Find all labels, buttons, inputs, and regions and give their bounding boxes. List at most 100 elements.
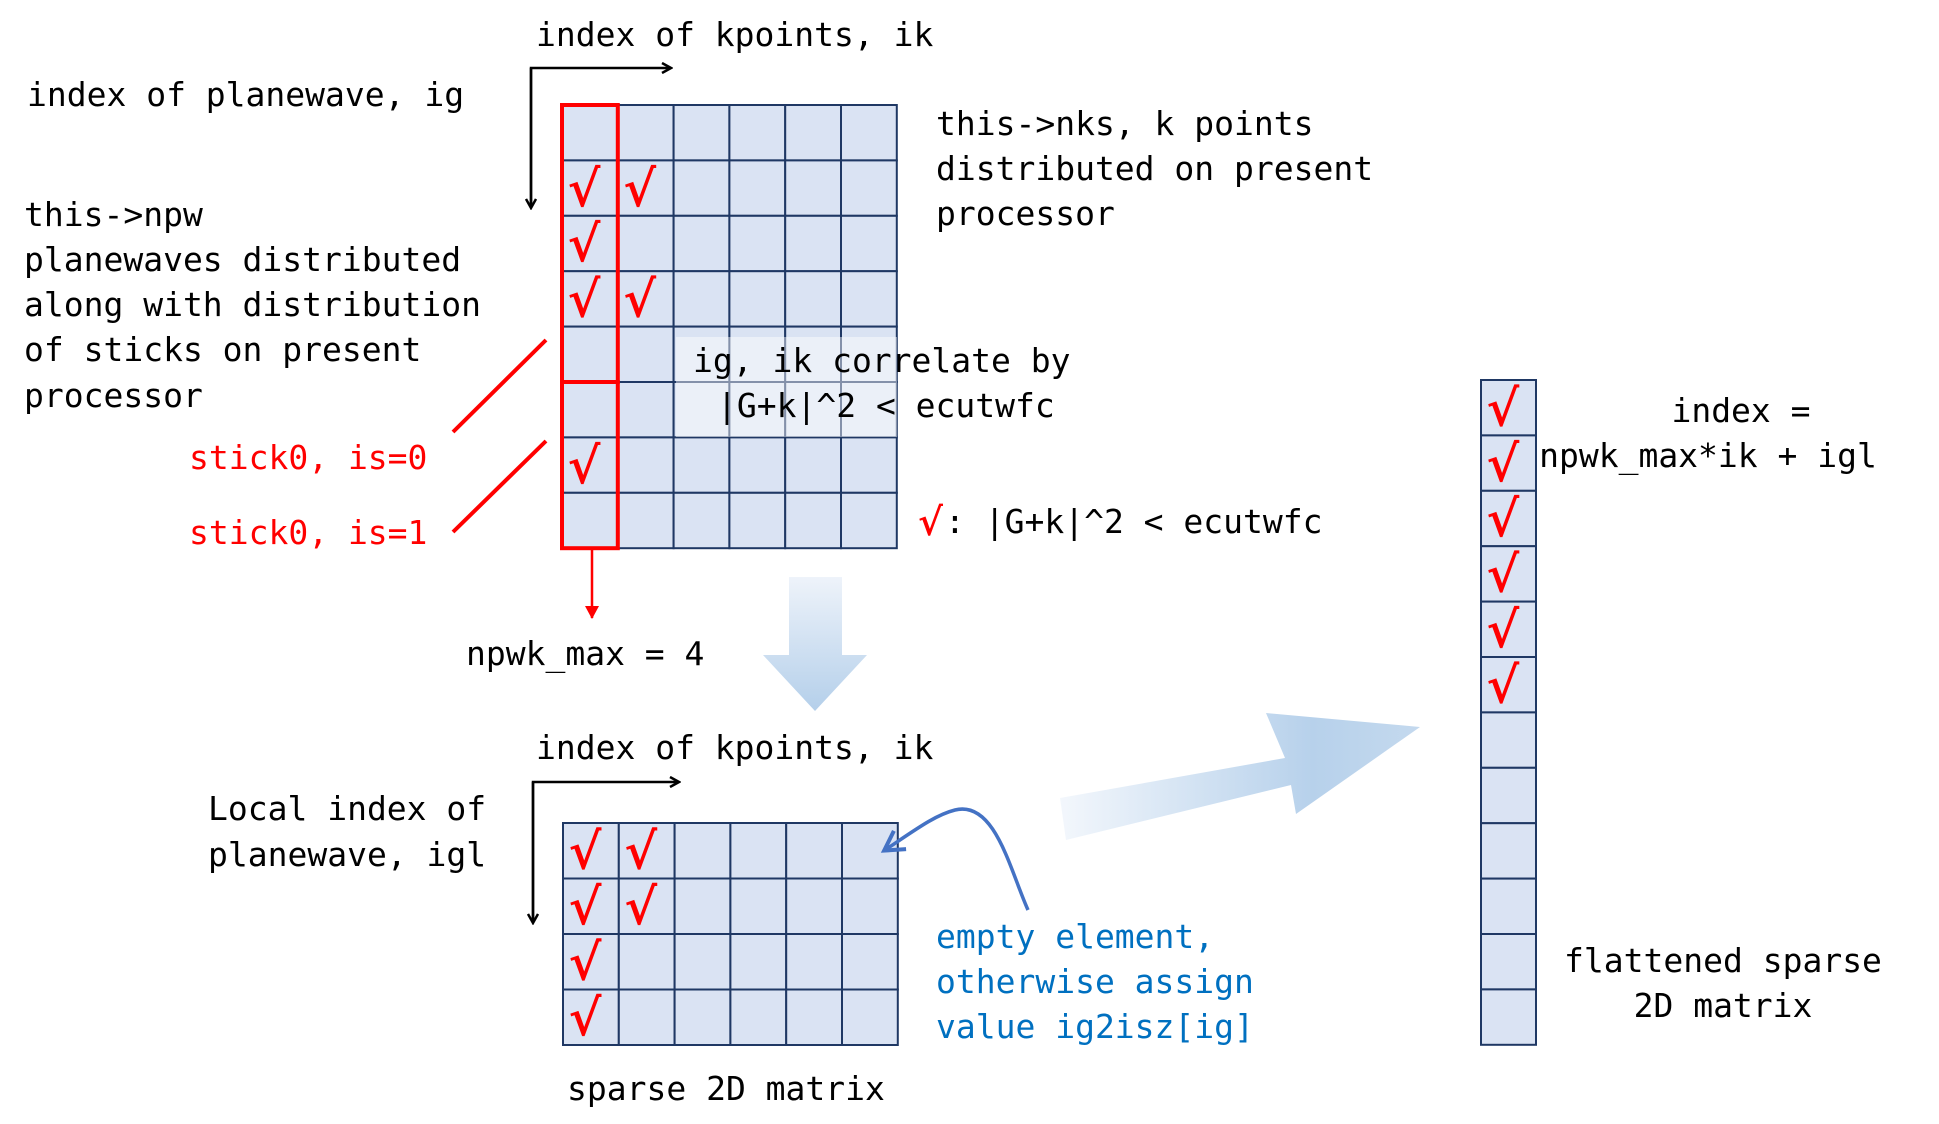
- matrix-cell: [672, 270, 731, 328]
- matrix-cell: [729, 933, 788, 991]
- matrix-cell: [840, 491, 898, 550]
- npw-note-line: planewaves distributed: [24, 240, 461, 279]
- empty-element-pointer-arrow: [880, 807, 1030, 911]
- matrix-cell: [784, 270, 843, 328]
- stick0-label: stick0, is=0: [189, 438, 427, 477]
- stick0-leader-line: [451, 338, 548, 434]
- npw-note-line: along with distribution: [24, 285, 481, 324]
- bottom-matrix-grid: √√√√√√: [562, 822, 899, 1047]
- matrix-cell: [729, 877, 788, 935]
- check-icon: √: [1487, 434, 1520, 493]
- matrix-cell: [616, 381, 675, 439]
- matrix-cell: [840, 159, 898, 217]
- check-icon: √: [623, 159, 656, 218]
- matrix-cell: [728, 436, 787, 494]
- bottom-row-axis-label: Local index of: [208, 789, 486, 828]
- matrix-cell: [729, 988, 788, 1046]
- matrix-cell: [1480, 489, 1537, 548]
- stick-labels: stick0, is=0 stick0, is=1: [189, 338, 548, 552]
- check-icon: √: [569, 933, 602, 992]
- matrix-cell: [841, 988, 899, 1046]
- matrix-cell: [840, 214, 898, 273]
- matrix-cell: [729, 822, 788, 880]
- matrix-cell: [672, 104, 731, 162]
- bottom-axis-arrows: [533, 782, 679, 923]
- correlate-note-backdrop: [676, 337, 897, 437]
- matrix-cell: [561, 491, 619, 550]
- matrix-cell: [616, 436, 675, 494]
- matrix-cell: [1480, 711, 1537, 769]
- top-axis-arrows: [531, 68, 671, 208]
- matrix-cell: [785, 933, 844, 991]
- matrix-cell: [561, 381, 619, 439]
- check-icon: √: [568, 270, 601, 329]
- diagonal-flow-arrow: [1060, 713, 1420, 840]
- matrix-cell: [728, 325, 787, 384]
- correlate-note-line: ig, ik correlate by: [693, 341, 1071, 380]
- index-formula-line: index =: [1671, 391, 1810, 430]
- check-icon: √: [1487, 489, 1520, 548]
- stick-highlight-box: [560, 380, 620, 551]
- matrix-cell: [672, 491, 731, 550]
- top-row-axis-label: index of planewave, ig: [27, 75, 464, 114]
- check-legend: √ : |G+k|^2 < ecutwfc: [918, 499, 1323, 544]
- index-formula: index = npwk_max*ik + igl: [1539, 391, 1877, 476]
- matrix-cell: [562, 933, 620, 991]
- npw-note-line: of sticks on present: [24, 330, 421, 369]
- empty-note-line: value ig2isz[ig]: [936, 1007, 1254, 1046]
- check-icon: √: [568, 214, 601, 273]
- matrix-cell: [672, 325, 731, 384]
- check-icon: √: [1487, 600, 1520, 659]
- check-icon: √: [569, 877, 602, 936]
- matrix-cell: [784, 491, 843, 550]
- empty-note-line: empty element,: [936, 917, 1214, 956]
- matrix-cell: [728, 159, 787, 217]
- matrix-cell: [728, 491, 787, 550]
- matrix-cell: [840, 104, 898, 162]
- flattened-matrix-column: √√√√√√: [1480, 378, 1537, 1046]
- matrix-cell: [784, 214, 843, 273]
- top-col-axis-label: index of kpoints, ik: [536, 15, 933, 54]
- matrix-cell: [1480, 600, 1537, 658]
- empty-note-line: otherwise assign: [936, 962, 1254, 1001]
- nks-note: this->nks, k points distributed on prese…: [936, 104, 1373, 233]
- matrix-cell: [1480, 434, 1537, 492]
- matrix-cell: [673, 877, 732, 935]
- matrix-cell: [784, 436, 843, 494]
- stick1-label: stick0, is=1: [189, 513, 427, 552]
- npw-note-line: this->npw: [24, 195, 203, 234]
- matrix-cell: [841, 877, 899, 935]
- check-icon: √: [918, 499, 944, 544]
- matrix-cell: [1480, 379, 1537, 437]
- flattened-caption: flattened sparse 2D matrix: [1564, 941, 1882, 1025]
- matrix-cell: [841, 933, 899, 991]
- sparse-matrix-caption: sparse 2D matrix: [567, 1069, 885, 1108]
- stick1-leader-line: [451, 439, 548, 534]
- matrix-cell: [1480, 545, 1537, 603]
- check-icon: √: [569, 822, 602, 881]
- matrix-cell: [561, 436, 619, 494]
- npw-note: this->npw planewaves distributed along w…: [24, 195, 481, 415]
- matrix-cell: [616, 104, 675, 162]
- matrix-cell: [840, 436, 898, 494]
- matrix-cell: [840, 270, 898, 328]
- check-icon: √: [623, 270, 656, 329]
- check-legend-text: : |G+k|^2 < ecutwfc: [945, 502, 1323, 541]
- check-icon: √: [624, 822, 657, 881]
- matrix-cell: [672, 214, 731, 273]
- matrix-cell: [616, 325, 675, 384]
- matrix-cell: [1480, 933, 1537, 991]
- matrix-cell: [1480, 877, 1537, 935]
- matrix-cell: [784, 104, 843, 162]
- check-icon: √: [569, 988, 602, 1047]
- check-icon: √: [1487, 378, 1520, 437]
- check-icon: √: [624, 877, 657, 936]
- matrix-cell: [785, 822, 844, 880]
- index-formula-line: npwk_max*ik + igl: [1539, 436, 1877, 476]
- flattened-caption-line: flattened sparse: [1564, 941, 1882, 980]
- matrix-cell: [673, 822, 732, 880]
- matrix-cell: [616, 491, 675, 550]
- matrix-cell: [1480, 988, 1537, 1046]
- nks-note-line: distributed on present: [936, 149, 1373, 188]
